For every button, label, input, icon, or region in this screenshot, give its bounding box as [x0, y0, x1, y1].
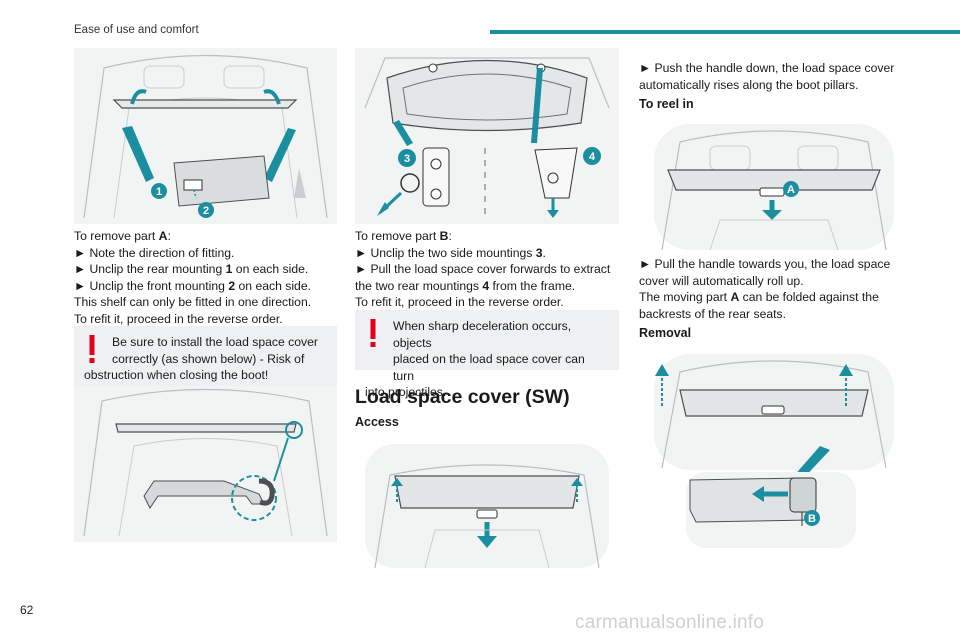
page-number: 62 [20, 603, 34, 617]
figure-reel-in: A [650, 120, 898, 250]
step-note-direction: ► Note the direction of fitting. [74, 245, 235, 260]
warning-callout-install: Be sure to install the load space cover … [74, 326, 337, 386]
header-accent-bar [490, 30, 960, 34]
part-ref-a-col3: A [730, 290, 740, 304]
remove-part-a-instructions: To remove part A: ► Note the direction o… [74, 228, 339, 327]
figure-remove-part-b: 3 4 [355, 48, 619, 224]
subtitle-to-reel-in: To reel in [639, 97, 694, 111]
figure-label-4: 4 [589, 151, 596, 163]
warning-icon [89, 335, 95, 363]
pull-handle-instruction: ► Pull the handle towards you, the load … [639, 257, 891, 321]
figure-remove-part-a: 1 2 [74, 48, 337, 224]
warning-icon [370, 319, 376, 347]
figure-label-3: 3 [404, 153, 410, 165]
remove-part-b-instructions: To remove part B: ► Unclip the two side … [355, 228, 623, 311]
refit-note: To refit it, proceed in the reverse orde… [74, 311, 283, 326]
refit-note-b: To refit it, proceed in the reverse orde… [355, 295, 564, 309]
push-handle-instruction: ► Push the handle down, the load space c… [639, 61, 895, 92]
figure-correct-installation [74, 386, 337, 542]
subtitle-access: Access [355, 415, 399, 429]
header-title: Ease of use and comfort [74, 24, 199, 36]
figure-access [355, 440, 619, 568]
figure-label-2: 2 [203, 205, 209, 217]
warning-callout-deceleration: When sharp deceleration occurs, objects … [355, 310, 619, 399]
watermark: carmanualsonline.info [575, 612, 765, 633]
figure-label-b: B [808, 513, 816, 525]
figure-label-1: 1 [156, 186, 162, 198]
figure-removal: B [650, 350, 898, 550]
part-ref-b: B [439, 229, 449, 243]
section-title-load-space-cover-sw: Load space cover (SW) [355, 386, 570, 408]
figure-label-a: A [787, 184, 795, 196]
part-ref-a: A [158, 229, 168, 243]
subtitle-removal: Removal [639, 326, 692, 340]
one-direction-note: This shelf can only be fitted in one dir… [74, 295, 312, 309]
